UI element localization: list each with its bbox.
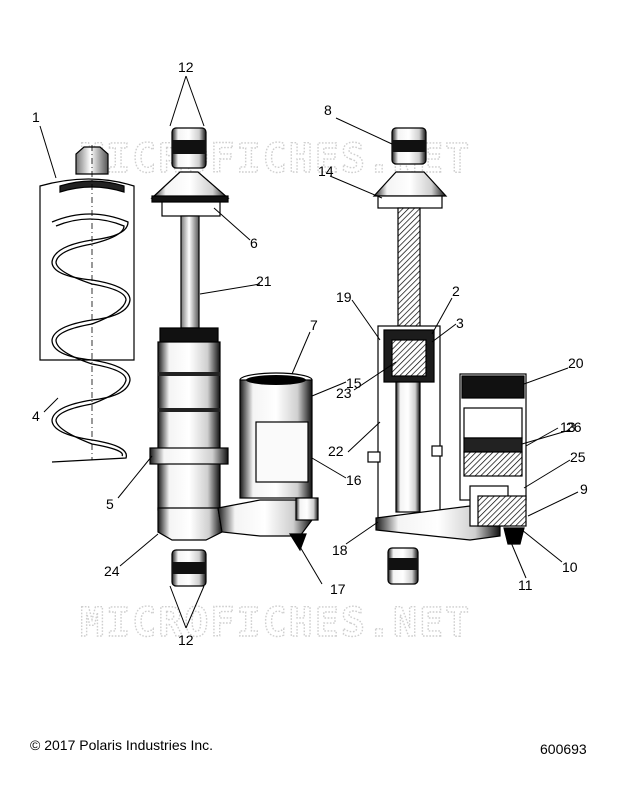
callout-1: 1 [32,109,40,125]
watermark-bottom: MICROFICHES.NET [80,600,471,646]
callout-5: 5 [106,496,114,512]
callout-18: 18 [332,542,348,558]
callout-8: 8 [324,102,332,118]
figure-number: 600693 [540,741,587,757]
callout-15: 15 [346,375,362,391]
callout-3: 3 [456,315,464,331]
callout-25: 25 [570,449,586,465]
callout-labels: 1 2 3 4 5 6 7 8 9 10 11 12 12 13 14 15 1… [32,59,588,648]
callout-12-top: 12 [178,59,194,75]
reservoir-can [239,372,319,552]
shock-cutaway-assembly [367,127,501,585]
shock-left-assembly [149,127,313,587]
callout-22: 22 [328,443,344,459]
coil-spring [51,213,131,463]
callout-11: 11 [518,577,533,593]
reservoir-cutaway [459,373,527,545]
callout-10: 10 [562,559,578,575]
callout-12-bottom: 12 [178,632,194,648]
callout-14: 14 [318,163,334,179]
callout-17: 17 [330,581,346,597]
callout-7: 7 [310,317,318,333]
callout-19: 19 [336,289,352,305]
callout-13: 13 [560,419,576,435]
callout-2: 2 [452,283,460,299]
callout-21: 21 [256,273,272,289]
callout-24: 24 [104,563,120,579]
spring-cover [39,145,135,460]
callout-4: 4 [32,408,40,424]
leader-lines [39,75,579,629]
callout-26: 26 [566,419,582,435]
callout-16: 16 [346,472,362,488]
callout-23: 23 [336,385,352,401]
callout-6: 6 [250,235,258,251]
copyright-notice: © 2017 Polaris Industries Inc. [30,737,214,753]
callout-20: 20 [568,355,584,371]
callout-9: 9 [580,481,588,497]
